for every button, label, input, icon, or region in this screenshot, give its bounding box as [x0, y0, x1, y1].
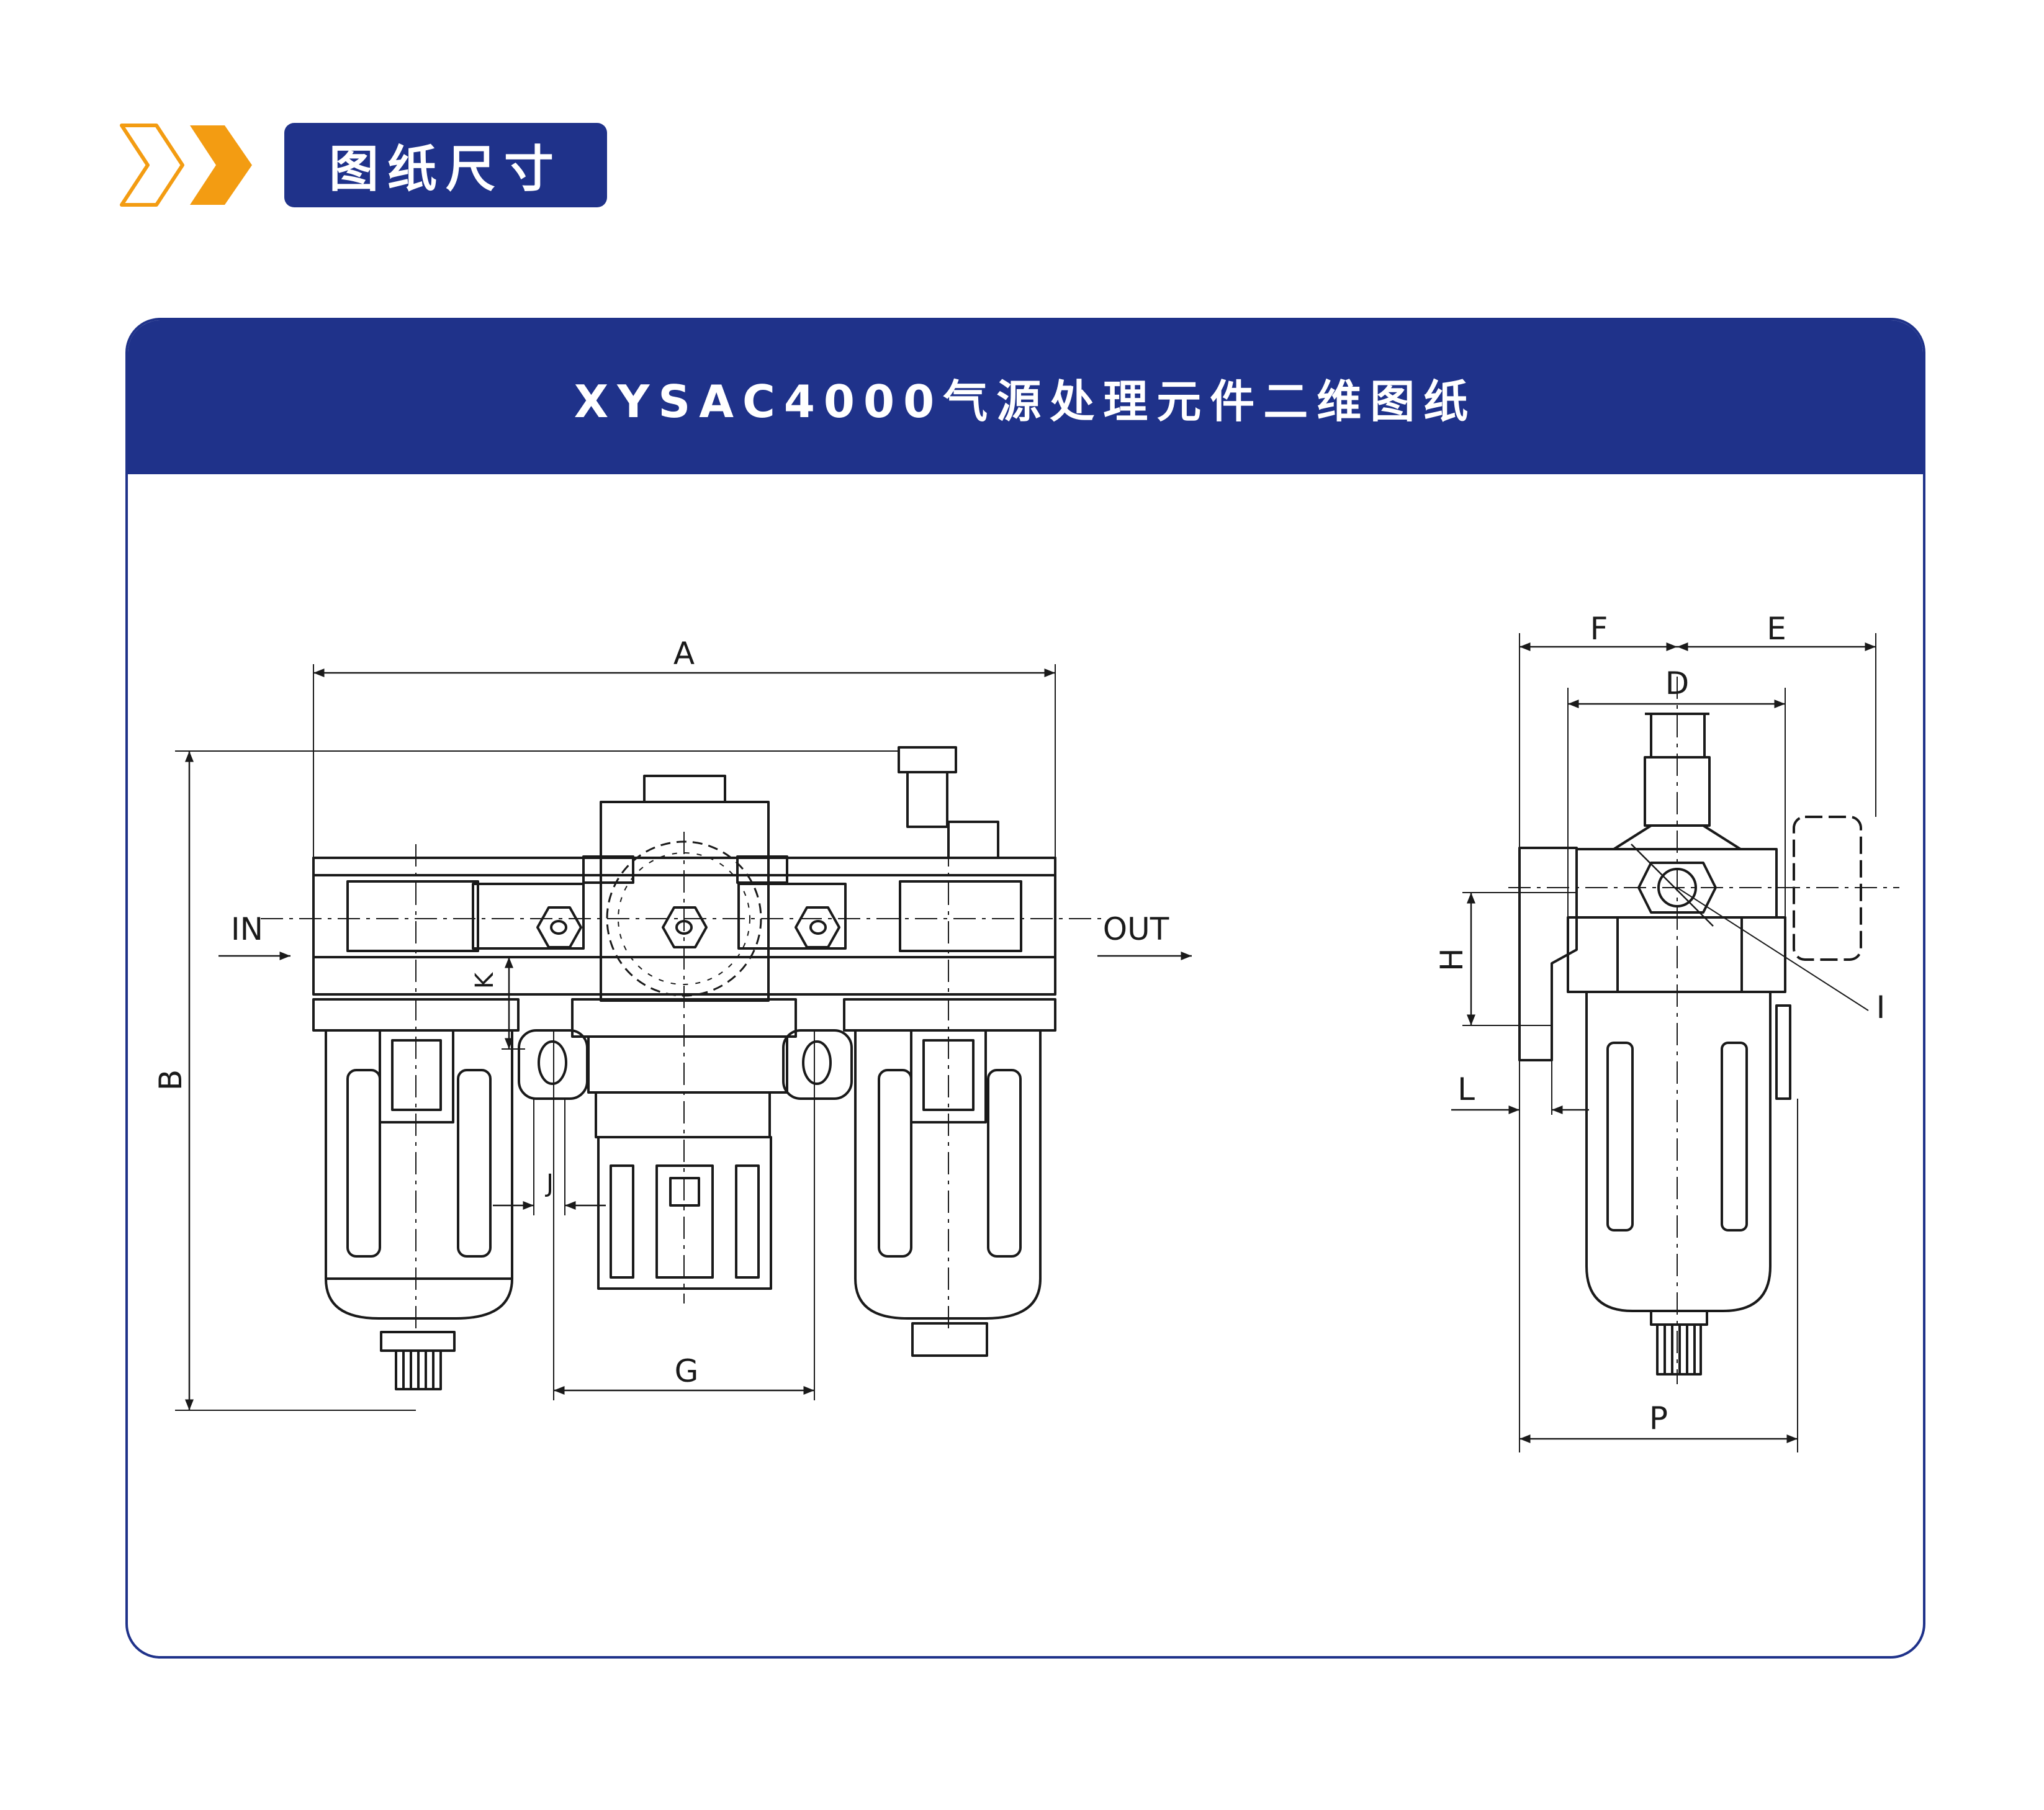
dim-label-b: B [153, 1069, 189, 1091]
dim-label-p: P [1649, 1400, 1668, 1436]
dim-label-k: K [470, 971, 499, 989]
dim-label-h: H [1434, 948, 1470, 971]
dim-label-l: L [1457, 1071, 1475, 1107]
section-tag: 图纸尺寸 [284, 123, 607, 207]
dim-label-d: D [1665, 665, 1690, 701]
panel-title: XYSAC4000气源处理元件二维图纸 [128, 320, 1923, 474]
chevron-arrows-icon [120, 124, 252, 207]
port-label-out: OUT [1103, 911, 1169, 947]
port-label-in: IN [231, 911, 263, 947]
dim-label-i: I [1876, 989, 1886, 1025]
side-view [1451, 633, 1899, 1452]
dim-label-f: F [1590, 611, 1608, 647]
dim-label-a: A [673, 636, 695, 672]
dim-label-g: G [675, 1353, 699, 1389]
dim-label-e: E [1767, 611, 1786, 647]
front-view [175, 664, 1192, 1411]
dim-label-j: J [544, 1169, 554, 1198]
